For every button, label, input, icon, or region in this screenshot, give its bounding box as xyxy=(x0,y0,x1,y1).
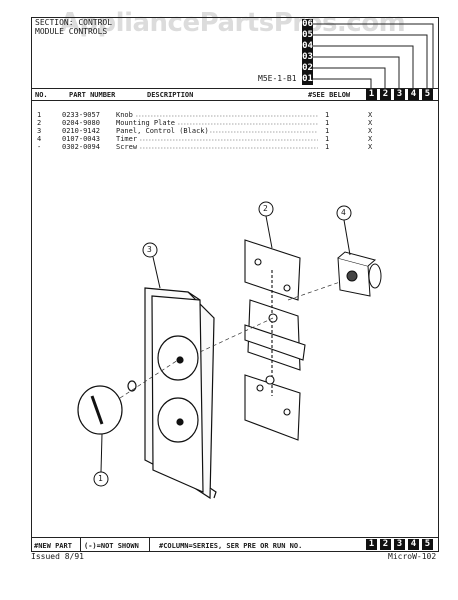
header-description: DESCRIPTION xyxy=(147,91,194,99)
part-row-description: Timer xyxy=(116,135,138,143)
part-row-no: 4 xyxy=(37,135,42,143)
timer-drawing xyxy=(337,251,382,297)
series-code-04: 04 xyxy=(302,41,313,52)
section-line-2: MODULE CONTROLS xyxy=(35,27,108,36)
part-row-number: 0210-9142 xyxy=(62,127,100,135)
part-row-number: 0107-0043 xyxy=(62,135,100,143)
header-column-2: 2 xyxy=(380,89,391,100)
part-row-description: Screw xyxy=(116,143,138,151)
header-column-1: 1 xyxy=(366,89,377,100)
part-row-description: Knob xyxy=(116,111,133,119)
legend-new-part: #NEW PART xyxy=(34,542,72,550)
part-row-no: 1 xyxy=(37,111,42,119)
footer-column-5: 5 xyxy=(422,539,433,550)
header-column-3: 3 xyxy=(394,89,405,100)
legend-not-shown: (-)=NOT SHOWN xyxy=(84,542,139,550)
footer-column-1: 1 xyxy=(366,539,377,550)
series-code-06: 06 xyxy=(302,19,313,30)
part-row-qty: 1 xyxy=(325,127,330,135)
part-row-qty: 1 xyxy=(325,119,330,127)
document-code: MicroW-102 xyxy=(388,552,437,561)
part-row-mark: X xyxy=(368,127,373,135)
table-header: NO. PART NUMBER DESCRIPTION #SEE BELOW xyxy=(31,88,439,101)
part-row-number: 0204-9080 xyxy=(62,119,100,127)
issued-date: Issued 8/91 xyxy=(31,552,84,561)
part-row-mark: X xyxy=(368,143,373,151)
callout-3-label: 3 xyxy=(147,245,152,254)
knob-drawing xyxy=(77,380,137,435)
callout-4-label: 4 xyxy=(341,208,346,217)
footer-column-4: 4 xyxy=(408,539,419,550)
series-code-01: 01 xyxy=(302,74,313,85)
part-row-mark: X xyxy=(368,119,373,127)
part-row-qty: 1 xyxy=(325,111,330,119)
part-row-no: 2 xyxy=(37,119,42,127)
part-row-no: 3 xyxy=(37,127,42,135)
part-row-mark: X xyxy=(368,111,373,119)
section-line-1: SECTION: CONTROL xyxy=(35,18,113,27)
header-column-5: 5 xyxy=(422,89,433,100)
series-code-05: 05 xyxy=(302,30,313,41)
callout-3-circle xyxy=(142,242,158,258)
part-row-mark: X xyxy=(368,135,373,143)
callout-2-label: 2 xyxy=(263,204,268,213)
header-part-number: PART NUMBER xyxy=(69,91,116,99)
footer-column-3: 3 xyxy=(394,539,405,550)
page-frame xyxy=(31,17,439,552)
part-row-qty: 1 xyxy=(325,135,330,143)
callout-1-label: 1 xyxy=(98,474,103,483)
series-code-02: 02 xyxy=(302,63,313,74)
watermark-text: AppliancePartsPros.com xyxy=(59,8,406,38)
part-row-number: 0233-9057 xyxy=(62,111,100,119)
header-no: NO. xyxy=(35,91,48,99)
series-code-03: 03 xyxy=(302,52,313,63)
control-panel-drawing xyxy=(144,287,217,500)
header-column-4: 4 xyxy=(408,89,419,100)
header-see-below: #SEE BELOW xyxy=(308,91,351,99)
footer-column-2: 2 xyxy=(380,539,391,550)
part-row-no: - xyxy=(37,143,42,151)
part-row-qty: 1 xyxy=(325,143,330,151)
model-code: M5E-1-B1 xyxy=(258,74,297,83)
legend-footer: #NEW PART (-)=NOT SHOWN #COLUMN=SERIES, … xyxy=(31,537,439,552)
mounting-plate-drawing xyxy=(244,239,306,441)
part-row-number: 0302-0094 xyxy=(62,143,100,151)
legend-column-note: #COLUMN=SERIES, SER PRE OR RUN NO. xyxy=(159,542,303,550)
part-row-description: Panel, Control (Black) xyxy=(116,127,209,135)
part-row-description: Mounting Plate xyxy=(116,119,176,127)
